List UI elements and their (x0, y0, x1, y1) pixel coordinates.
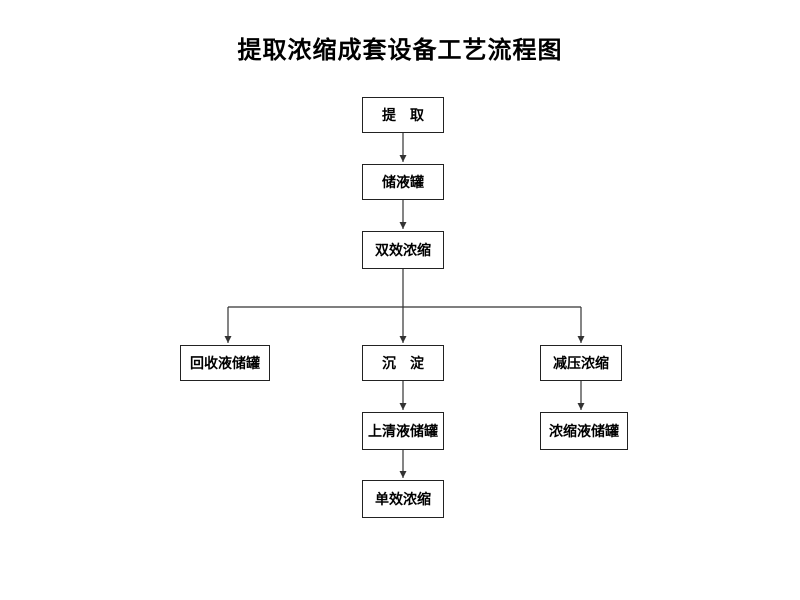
node-precipitation: 沉 淀 (362, 345, 444, 381)
node-double-effect-concentration: 双效浓缩 (362, 231, 444, 269)
node-recovery-tank: 回收液储罐 (180, 345, 270, 381)
node-supernatant-tank: 上清液储罐 (362, 412, 444, 450)
diagram-title: 提取浓缩成套设备工艺流程图 (237, 36, 563, 64)
node-storage-tank: 储液罐 (362, 164, 444, 200)
node-extract: 提 取 (362, 97, 444, 133)
node-single-effect-concentration: 单效浓缩 (362, 480, 444, 518)
node-vacuum-concentration: 减压浓缩 (540, 345, 622, 381)
node-concentrate-tank: 浓缩液储罐 (540, 412, 628, 450)
